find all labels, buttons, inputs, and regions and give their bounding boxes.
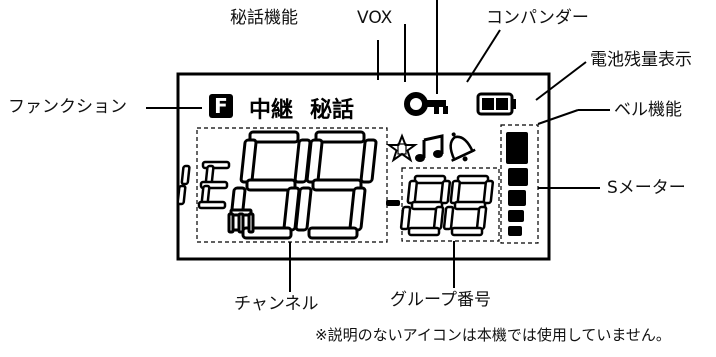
compander-leader: [466, 29, 501, 83]
label-function: ファンクション: [8, 97, 127, 117]
small-digit: [176, 160, 231, 210]
s-meter-bars: [506, 132, 528, 236]
bell-leader-d: [537, 109, 579, 125]
group-digits: [399, 174, 495, 237]
label-s-meter: Sメーター: [607, 178, 686, 198]
key-icon: [404, 92, 448, 116]
label-channel: チャンネル: [234, 294, 319, 314]
secret-indicator: 秘話: [310, 97, 354, 123]
label-vox: VOX: [357, 8, 393, 28]
channel-digits: [227, 130, 378, 240]
channel-digit-2: [294, 130, 378, 240]
separator-dash: [386, 200, 400, 206]
relay-indicator: 中継: [249, 97, 293, 123]
star-icon: [385, 133, 419, 163]
battery-leader: [535, 61, 587, 101]
group-dashed-box: [401, 167, 500, 242]
s-meter-bar-1: [506, 132, 528, 164]
dashed-regions: [196, 124, 539, 244]
label-compander: コンパンダー: [486, 8, 589, 28]
function-icon: F: [209, 94, 233, 118]
channel-subsegment: [227, 208, 255, 234]
group-digit-2: [442, 174, 495, 237]
s-meter-bar-4: [508, 210, 524, 222]
footnote: ※説明のないアイコンは本機では使用していません。: [315, 326, 671, 344]
label-secret-function: 秘話機能: [230, 8, 298, 28]
group-digit-1: [399, 174, 452, 237]
music-note-icon: [415, 134, 444, 162]
s-meter-bar-2: [508, 168, 528, 186]
label-bell-function: ベル機能: [614, 100, 682, 120]
battery-icon: [476, 92, 516, 116]
function-icon-letter: F: [214, 94, 228, 118]
label-group-number: グループ番号: [390, 290, 491, 310]
channel-dashed-box: [196, 127, 388, 243]
bell-icon: [449, 132, 476, 162]
s-meter-bar-3: [508, 190, 526, 206]
s-meter-bar-5: [508, 226, 522, 236]
label-battery-indicator: 電池残量表示: [590, 50, 692, 70]
leader-lines: [146, 0, 610, 292]
